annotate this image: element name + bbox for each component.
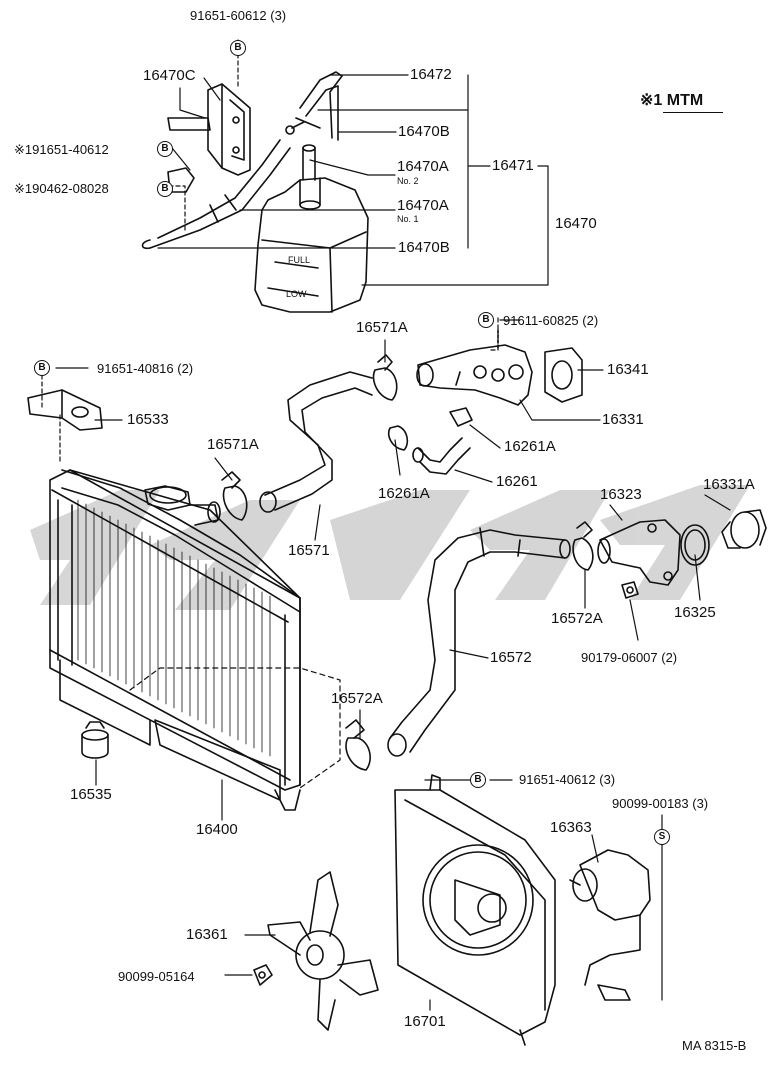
part-label: 16323 xyxy=(600,486,642,503)
part-label: 16571A xyxy=(356,319,408,336)
part-note: No. 2 xyxy=(397,176,419,186)
part-label: 16261A xyxy=(378,485,430,502)
bolt-symbol-b: B xyxy=(478,312,494,328)
part-label: 16325 xyxy=(674,604,716,621)
hose-clamp-16261A xyxy=(388,407,473,451)
part-label: 16331 xyxy=(602,411,644,428)
part-label: 16470B xyxy=(398,123,450,140)
part-label: 16361 xyxy=(186,926,228,943)
fan-motor xyxy=(569,849,651,1001)
bolt-symbol-b: B xyxy=(34,360,50,376)
part-label: 16471 xyxy=(492,157,534,174)
water-inlet xyxy=(597,519,681,586)
stud-90179 xyxy=(621,581,639,599)
part-label: 16470C xyxy=(143,67,196,84)
part-label: 91611-60825 (2) xyxy=(503,313,599,328)
radiator-support-bracket xyxy=(27,389,103,431)
fan-blade xyxy=(267,871,379,1031)
fan-nut xyxy=(253,964,273,986)
gasket-16325 xyxy=(680,524,710,566)
part-label: 16571A xyxy=(207,436,259,453)
bolt-symbol-b: B xyxy=(470,772,486,788)
fan-shroud xyxy=(394,774,556,1046)
part-label: 16400 xyxy=(196,821,238,838)
outlet-gasket xyxy=(544,347,583,403)
bypass-hose xyxy=(412,437,471,475)
part-label: 16533 xyxy=(127,411,169,428)
watermark-logo xyxy=(30,485,750,610)
part-label: 16261 xyxy=(496,473,538,490)
part-note: No. 1 xyxy=(397,214,419,224)
part-label: 91651-60612 (3) xyxy=(190,8,287,23)
part-label: 16470B xyxy=(398,239,450,256)
part-label: 16261A xyxy=(504,438,556,455)
tank-bracket xyxy=(167,83,251,176)
part-label: 16535 xyxy=(70,786,112,803)
diagram-code: MA 8315-B xyxy=(682,1038,747,1053)
legend-mark: ※1 MTM xyxy=(640,92,704,109)
tank-mark: LOW xyxy=(286,289,307,299)
part-label: 16470A xyxy=(397,197,449,214)
part-label: 91651-40612 (3) xyxy=(519,772,616,787)
leader-lines xyxy=(41,39,731,1011)
part-label: 16472 xyxy=(410,66,452,83)
screw-symbol-s: S xyxy=(654,829,670,845)
radiator xyxy=(49,469,301,811)
part-label: 16701 xyxy=(404,1013,446,1030)
part-label: 91651-40816 (2) xyxy=(97,361,194,376)
part-label: 90099-05164 xyxy=(118,969,195,984)
part-label: ※191651-40612 xyxy=(14,142,109,157)
tank-mark: FULL xyxy=(288,255,311,265)
thermostat xyxy=(721,509,767,549)
bolt-symbol-b: B xyxy=(157,181,173,197)
legend-underline xyxy=(663,112,723,113)
part-label: 16341 xyxy=(607,361,649,378)
bolt-symbol-b: B xyxy=(230,40,246,56)
part-label: 16572A xyxy=(331,690,383,707)
part-label: 16331A xyxy=(703,476,755,493)
water-outlet xyxy=(416,329,533,406)
part-label: 90179-06007 (2) xyxy=(581,650,678,665)
upper-radiator-hose xyxy=(259,371,373,513)
part-label: 16363 xyxy=(550,819,592,836)
bolt-symbol-b: B xyxy=(157,141,173,157)
part-label: 16572A xyxy=(551,610,603,627)
hose-clamp-16572A xyxy=(345,521,594,771)
part-label: 16572 xyxy=(490,649,532,666)
lower-radiator-hose xyxy=(387,527,571,757)
part-label: ※190462-08028 xyxy=(14,181,109,196)
part-label: 16470 xyxy=(555,215,597,232)
part-label: 90099-00183 (3) xyxy=(612,796,709,811)
overflow-hose xyxy=(285,71,343,141)
part-label: 16470A xyxy=(397,158,449,175)
part-label: 16571 xyxy=(288,542,330,559)
hose-clamp-16571A xyxy=(221,354,398,521)
radiator-cushion xyxy=(81,721,109,759)
